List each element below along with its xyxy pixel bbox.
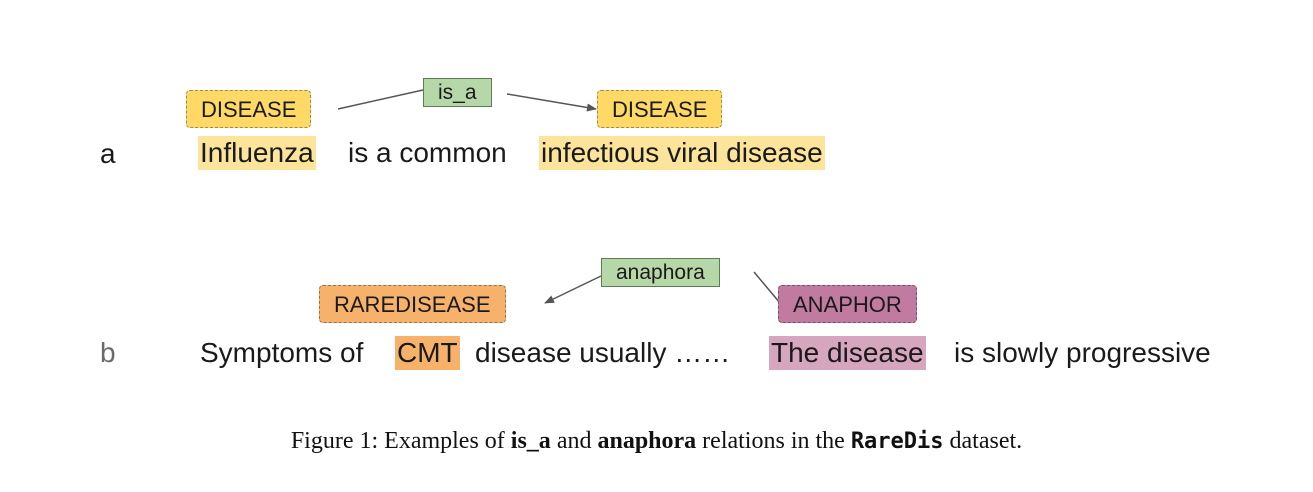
caption-and: and [556,428,592,454]
token-is-slowly-progressive: is slowly progressive [954,337,1211,368]
row-b-letter: b [100,337,116,368]
row-a-letter: a [100,138,116,169]
caption-rel-is-a: is_a [510,428,551,454]
anaphora-arrow-target [544,275,602,304]
caption-prefix: Figure 1: Examples of [290,428,505,454]
anaphora-line-source [753,271,781,304]
caption-dataset-name: RareDis [850,429,944,454]
token-influenza: Influenza [198,136,316,170]
token-cmt: CMT [395,336,460,370]
caption-rel-anaphora: anaphora [597,428,697,454]
entity-label-disease-1: DISEASE [186,90,312,128]
token-symptoms-of: Symptoms of [200,337,364,368]
token-infectious-viral-disease: infectious viral disease [539,136,825,170]
figure-caption: Figure 1: Examples of is_a and anaphora … [0,428,1313,455]
relation-label-anaphora: anaphora [601,258,720,287]
entity-label-anaphor: ANAPHOR [778,285,917,323]
caption-suffix: dataset. [949,428,1023,454]
token-the-disease: The disease [769,336,926,370]
is-a-line-source [337,89,424,110]
relation-label-is-a: is_a [423,78,492,107]
entity-label-disease-2: DISEASE [597,90,723,128]
entity-label-raredisease: RAREDISEASE [319,285,506,323]
caption-mid: relations in the [702,428,845,454]
token-disease-usually: disease usually …… [475,337,731,368]
is-a-arrow-target [506,93,597,112]
token-is-a-common: is a common [348,137,507,168]
